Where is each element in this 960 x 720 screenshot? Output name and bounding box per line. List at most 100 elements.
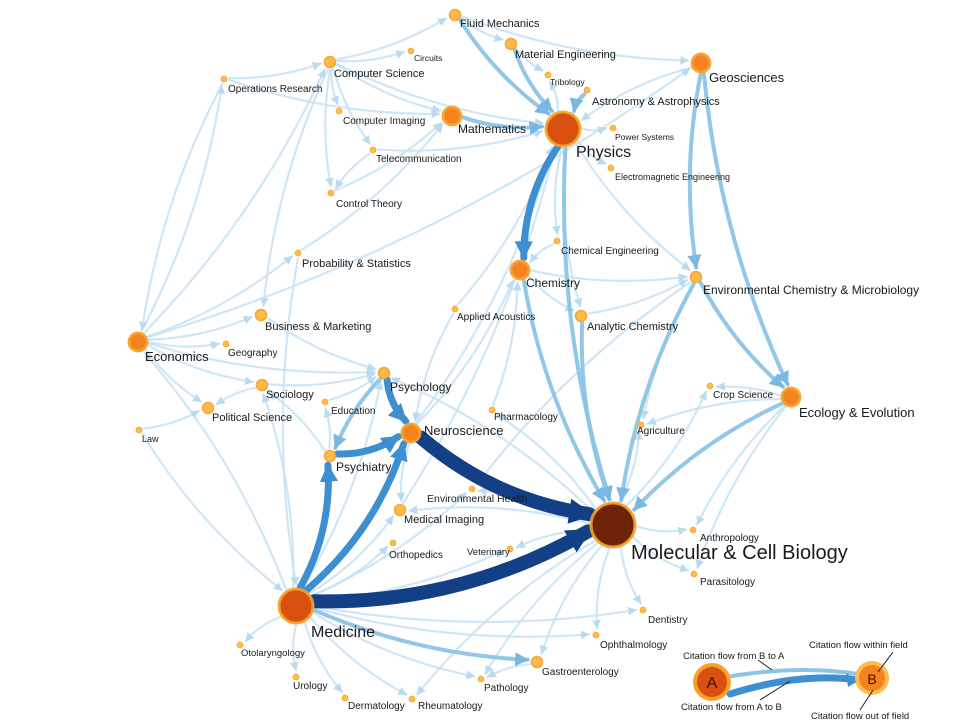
node-psychiatry <box>323 449 337 463</box>
node-ortho <box>389 539 397 547</box>
node-geography <box>222 340 230 348</box>
node-label-material: Material Engineering <box>515 49 616 61</box>
node-label-compsci: Computer Science <box>334 68 425 80</box>
edge-medicine-to-gastro <box>312 608 530 667</box>
edge-mcb-to-rheum <box>416 539 596 696</box>
node-label-chem: Chemistry <box>526 276 580 290</box>
edge-physics-to-tribology <box>548 80 560 112</box>
node-fluid <box>448 8 462 22</box>
edge-math-to-physics <box>460 115 545 135</box>
edge-fluid-to-geosci <box>461 15 690 65</box>
edge-mcb-to-anthro <box>635 525 688 536</box>
node-label-control: Control Theory <box>336 199 402 210</box>
node-label-tribology: Tribology <box>550 77 585 87</box>
edge-material-to-tribology <box>515 47 544 72</box>
node-probstat <box>294 249 302 257</box>
edge-compsci-to-control <box>324 68 334 188</box>
node-parasit <box>690 570 698 578</box>
legend-flow-b-to-a-arrow <box>730 667 860 678</box>
edge-compsci-to-circuits <box>336 50 406 63</box>
edge-ecoevo-to-parasit <box>695 405 787 569</box>
legend-flow-a-to-b-text: Citation flow from A to B <box>681 702 782 713</box>
edge-physics-to-power <box>580 126 608 135</box>
edge-envchem-to-ecoevo <box>698 280 785 389</box>
edge-analchem-to-mcb <box>579 321 612 502</box>
node-label-agri: Agriculture <box>637 426 685 437</box>
edge-medicine-to-derm <box>303 621 343 693</box>
node-label-physics: Physics <box>576 144 631 161</box>
edge-compsci-to-compimg <box>330 68 339 106</box>
edge-physics-to-chem <box>514 143 561 262</box>
edge-econ-to-probstat <box>146 255 293 338</box>
edge-econ-to-psychology <box>147 342 376 377</box>
edge-medicine-to-psychiatry <box>296 461 339 591</box>
edge-opsres-to-math <box>227 78 441 119</box>
node-neuro <box>400 422 422 444</box>
node-label-ophthal: Ophthalmology <box>600 640 667 651</box>
node-psychology <box>377 366 391 380</box>
edge-econ-to-bizmkt <box>147 315 253 341</box>
edge-econ-to-opsres <box>140 84 225 333</box>
node-label-envhealth: Environmental Health <box>427 493 528 505</box>
edge-compsci-to-bizmkt <box>259 68 330 307</box>
edge-psychiatry-to-education <box>323 407 333 450</box>
node-label-dentistry: Dentistry <box>648 615 687 626</box>
edge-chem-to-mcb <box>521 278 607 503</box>
edge-probstat-to-math <box>300 123 444 251</box>
node-medimg <box>393 503 407 517</box>
node-label-gastro: Gastroenterology <box>542 667 619 678</box>
edge-compsci-to-physics <box>336 62 544 127</box>
node-bizmkt <box>254 308 268 322</box>
node-urology <box>292 673 300 681</box>
edge-econ-to-polsci <box>144 348 203 403</box>
edge-physics-to-chemeng <box>551 146 564 236</box>
node-label-psychiatry: Psychiatry <box>336 460 391 474</box>
node-label-analchem: Analytic Chemistry <box>587 321 679 333</box>
edge-mcb-to-psychology <box>390 377 595 513</box>
node-circuits <box>407 47 415 55</box>
edge-medimg-to-physics <box>401 147 558 505</box>
edge-medicine-to-psychology <box>301 380 384 590</box>
node-tribology <box>544 71 552 79</box>
node-astro <box>583 86 591 94</box>
edge-material-to-physics <box>512 48 554 114</box>
node-opsres <box>220 75 228 83</box>
edge-fluid-to-physics <box>458 18 551 116</box>
edge-ecoevo-to-mcb <box>632 401 785 512</box>
edge-chem-to-envchem <box>529 269 688 283</box>
node-cropsci <box>706 382 714 390</box>
edge-medicine-to-patho <box>312 611 476 680</box>
edge-education-to-psychology <box>328 376 377 401</box>
node-label-mcb: Molecular & Cell Biology <box>631 542 848 564</box>
edge-pharma-to-chem <box>491 281 522 407</box>
node-dentistry <box>639 606 647 614</box>
node-label-anthro: Anthropology <box>700 533 759 544</box>
edge-layer <box>138 15 790 696</box>
node-math <box>441 105 463 127</box>
node-label-law: Law <box>142 434 159 444</box>
edge-astro-to-physics <box>569 92 587 114</box>
node-label-ortho: Orthopedics <box>389 550 443 561</box>
node-otolar <box>236 641 244 649</box>
node-telecom <box>369 146 377 154</box>
edge-mcb-to-gastro <box>539 544 603 655</box>
edge-envchem-to-envhealth <box>476 281 692 486</box>
edge-medicine-to-urology <box>289 623 299 672</box>
node-compsci <box>323 55 337 69</box>
edge-neuro-to-chem <box>416 279 514 425</box>
node-agri <box>637 421 645 429</box>
node-geosci <box>690 52 712 74</box>
node-label-telecom: Telecommunication <box>376 154 462 165</box>
node-control <box>327 189 335 197</box>
edge-ecoevo-to-cropsci <box>715 381 782 397</box>
node-label-medimg: Medical Imaging <box>404 514 484 526</box>
legend-flow-b-to-a-text: Citation flow from B to A <box>683 651 785 662</box>
node-power <box>609 124 617 132</box>
node-label-appacoust: Applied Acoustics <box>457 312 535 323</box>
edge-probstat-to-medicine <box>281 256 300 587</box>
node-label-neuro: Neuroscience <box>424 423 504 438</box>
edge-econ-to-geography <box>147 340 221 350</box>
node-derm <box>341 694 349 702</box>
node-econ <box>127 331 149 353</box>
